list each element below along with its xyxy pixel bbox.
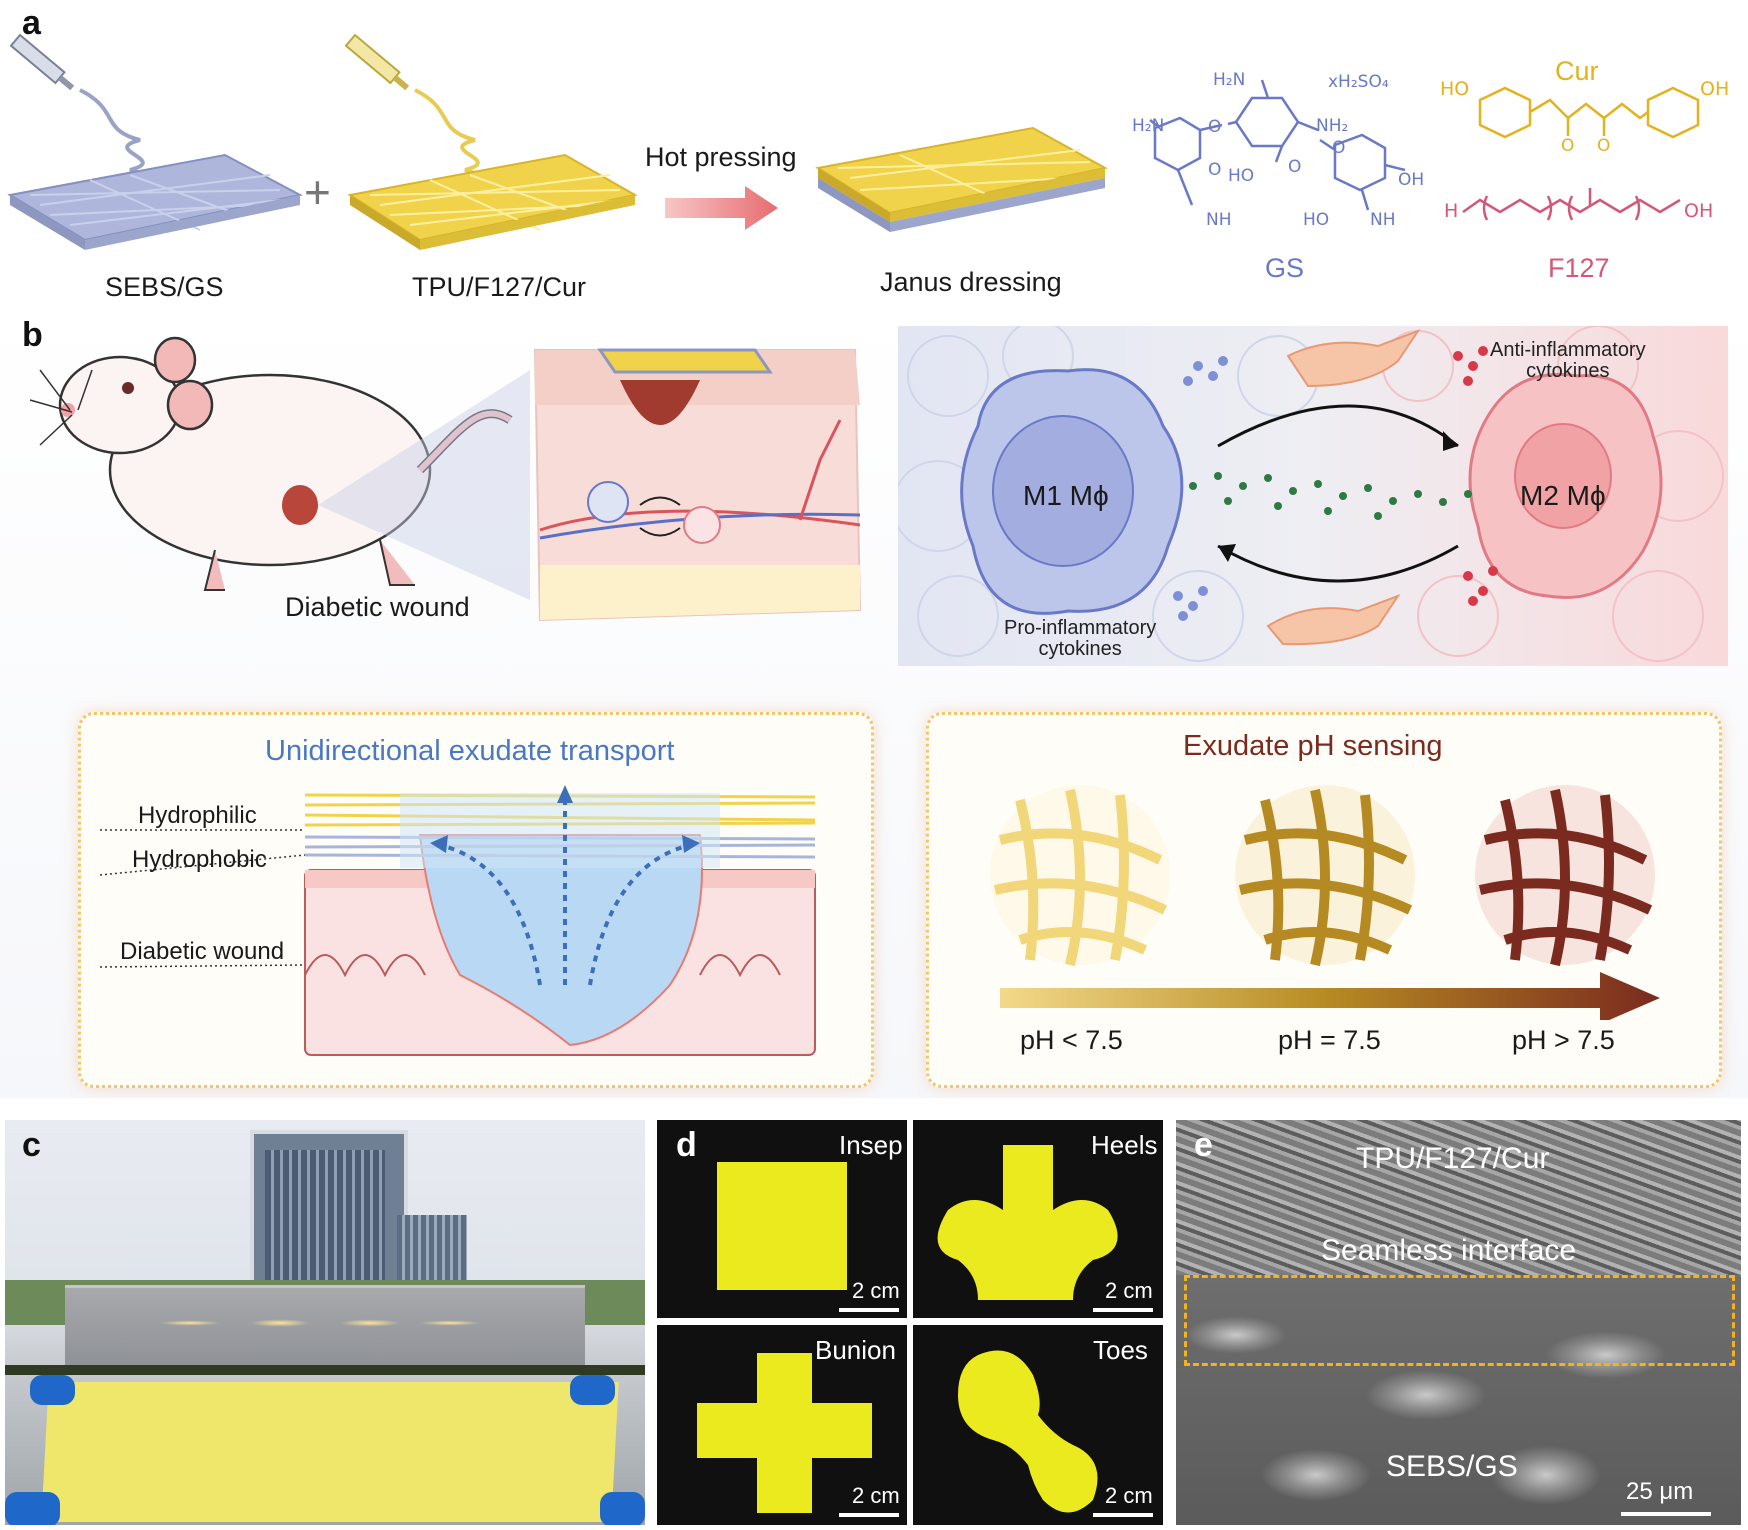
gs-o3: O <box>1208 160 1222 180</box>
diabetic-wound-rat-label: Diabetic wound <box>285 592 470 622</box>
tile-heels-label: Heels <box>1091 1130 1158 1160</box>
ph-mid-label: pH = 7.5 <box>1278 1025 1381 1055</box>
gs-name: GS <box>1265 253 1305 283</box>
sebs-gs-label: SEBS/GS <box>105 272 224 302</box>
cur-o1: O <box>1561 136 1575 156</box>
sem-interface-label: Seamless interface <box>1321 1234 1577 1267</box>
panel-b-label: b <box>22 316 43 354</box>
heels-shape <box>937 1145 1118 1300</box>
gs-oh: OH <box>1398 170 1425 190</box>
cur-name: Cur <box>1555 56 1599 86</box>
gs-o2: O <box>1288 157 1302 177</box>
transport-title: Unidirectional exudate transport <box>265 735 675 767</box>
panel-c-label: c <box>22 1126 41 1164</box>
tile-bunion-label: Bunion <box>815 1335 896 1365</box>
sensing-title: Exudate pH sensing <box>1183 730 1443 762</box>
tile-insep-scale: 2 cm <box>852 1278 900 1303</box>
tile-toes-scale: 2 cm <box>1105 1483 1153 1508</box>
gs-nh2b: NH <box>1370 210 1396 230</box>
interface-highlight-box <box>1184 1275 1735 1366</box>
f127-h: H <box>1444 200 1459 222</box>
hot-pressing-label: Hot pressing <box>645 142 797 172</box>
gs-o1: O <box>1208 117 1222 137</box>
sem-bottom-label: SEBS/GS <box>1386 1450 1518 1483</box>
pro-inflammatory-label: Pro-inflammatory cytokines <box>1004 617 1157 660</box>
macrophage-polarization-illustration <box>898 326 1728 666</box>
tile-heels-scalebar <box>1093 1308 1153 1312</box>
gs-nh2: NH₂ <box>1316 116 1349 136</box>
tile-toes-scalebar <box>1093 1513 1153 1517</box>
panel-e-label: e <box>1194 1126 1213 1164</box>
panel-d-label: d <box>676 1126 697 1164</box>
cur-oh: OH <box>1700 78 1730 100</box>
hydrophobic-label: Hydrophobic <box>132 846 267 873</box>
photo-large-dressing <box>5 1120 645 1525</box>
tile-heels: Heels 2 cm <box>913 1120 1163 1318</box>
gs-ho1: HO <box>1228 166 1255 186</box>
tile-toes-label: Toes <box>1093 1335 1148 1365</box>
gs-ho2: HO <box>1303 210 1330 230</box>
tile-bunion-scalebar <box>839 1513 899 1517</box>
cur-o2: O <box>1597 136 1611 156</box>
ph-low-label: pH < 7.5 <box>1020 1025 1123 1055</box>
cur-ho: HO <box>1440 78 1470 100</box>
gs-o4: O <box>1332 138 1346 158</box>
panel-a-illustration: + <box>7 33 1700 250</box>
transport-diagram <box>100 785 816 1056</box>
tile-insep-scalebar <box>839 1308 899 1312</box>
tile-insep: Insep 2 cm <box>657 1120 907 1318</box>
m2-macrophage-label: M2 Mϕ <box>1520 480 1606 511</box>
m1-macrophage-label: M1 Mϕ <box>1023 480 1109 511</box>
janus-dressing-label: Janus dressing <box>880 267 1062 297</box>
tpu-f127-cur-label: TPU/F127/Cur <box>412 272 587 302</box>
gs-salt: xH₂SO₄ <box>1328 72 1389 92</box>
tile-bunion: Bunion 2 cm <box>657 1325 907 1525</box>
gs-h2n-top: H₂N <box>1213 70 1246 90</box>
sem-image: TPU/F127/Cur Seamless interface SEBS/GS … <box>1176 1120 1741 1525</box>
ph-high-label: pH > 7.5 <box>1512 1025 1615 1055</box>
ph-sensing-diagram <box>990 785 1660 1020</box>
diabetic-wound-label: Diabetic wound <box>120 938 285 965</box>
gs-h2n-left: H₂N <box>1132 116 1165 136</box>
f127-oh: OH <box>1684 200 1714 222</box>
tile-bunion-scale: 2 cm <box>852 1483 900 1508</box>
sem-scale-label: 25 μm <box>1626 1478 1694 1505</box>
f127-name: F127 <box>1548 253 1610 283</box>
hydrophilic-label: Hydrophilic <box>138 802 257 829</box>
anti-inflammatory-label: Anti-inflammatory cytokines <box>1490 339 1646 382</box>
tile-toes: Toes 2 cm <box>913 1325 1163 1525</box>
toes-shape <box>958 1350 1098 1513</box>
gs-nh1: NH <box>1206 210 1232 230</box>
sem-top-label: TPU/F127/Cur <box>1356 1142 1550 1175</box>
svg-text:+: + <box>304 166 331 218</box>
panel-a-label: a <box>22 4 41 42</box>
tile-insep-label: Insep <box>839 1130 903 1160</box>
sem-scalebar <box>1621 1512 1711 1516</box>
rat-wound-illustration <box>29 336 862 622</box>
tile-heels-scale: 2 cm <box>1105 1278 1153 1303</box>
